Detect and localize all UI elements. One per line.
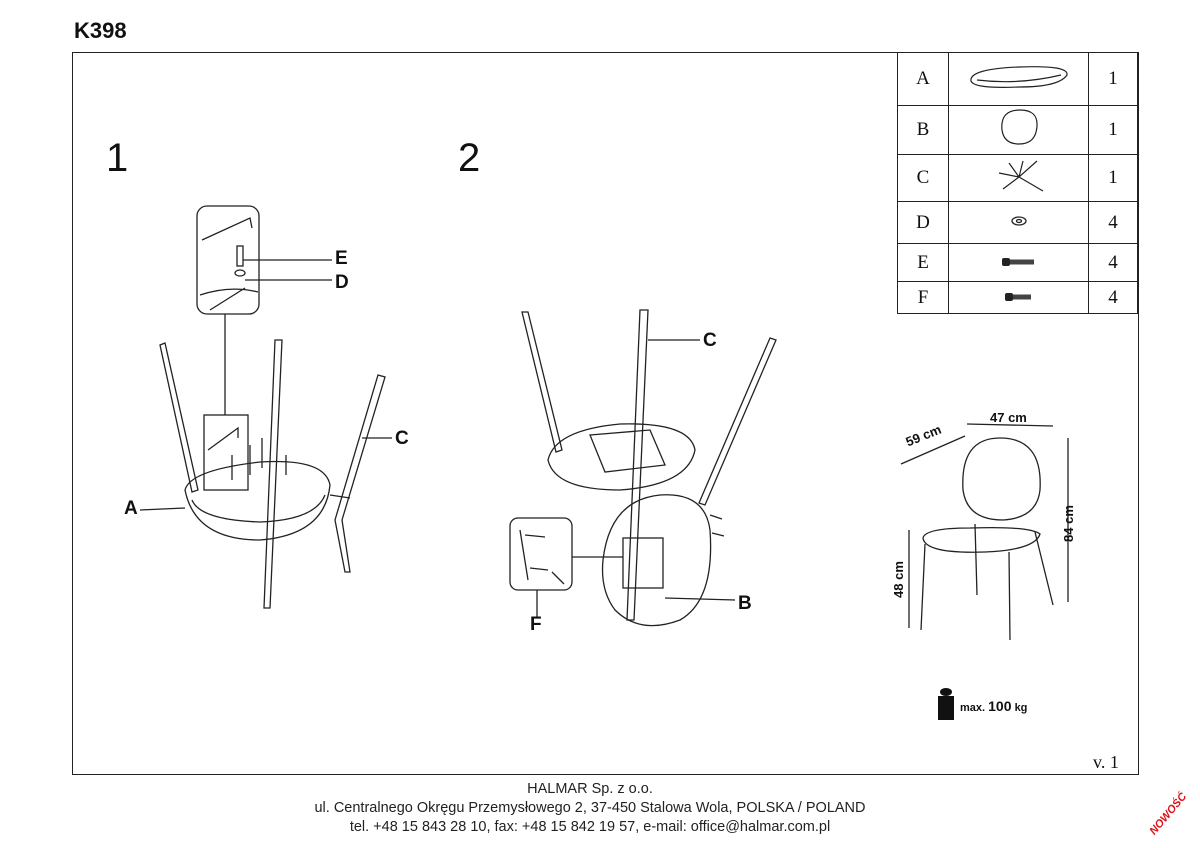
part-qty: 1 — [1088, 105, 1138, 155]
step-number-2: 2 — [458, 136, 481, 180]
allen-key-icon — [201, 217, 253, 241]
dimension-height: 84 cm — [1060, 505, 1076, 542]
parts-row: D 4 — [897, 201, 1138, 244]
washer-icon — [234, 269, 246, 277]
max-load-unit: kg — [1014, 702, 1028, 714]
instruction-frame — [72, 52, 1139, 775]
label-part-a: A — [124, 498, 138, 519]
step2-diagram — [509, 309, 777, 627]
dimension-seat-height: 48 cm — [890, 561, 906, 598]
bolt-short-icon — [948, 281, 1089, 314]
washer-icon — [948, 201, 1089, 244]
footer-contact: tel. +48 15 843 28 10, fax: +48 15 842 1… — [349, 819, 831, 835]
seat-shell-icon — [948, 52, 1089, 106]
part-qty: 1 — [1088, 52, 1138, 106]
bolt-icon — [236, 245, 244, 267]
chair-dimensions-drawing — [900, 423, 1069, 640]
label-part-c: C — [703, 330, 717, 351]
parts-row: C 1 — [897, 154, 1138, 202]
detail-inset — [203, 414, 249, 491]
label-part-e: E — [335, 248, 348, 269]
label-part-b: B — [738, 593, 752, 614]
max-load-prefix: max. — [960, 702, 986, 714]
part-qty: 4 — [1088, 201, 1138, 244]
seat-shell-drawing — [184, 460, 331, 541]
parts-list-table: A 1 B 1 C 1 D 4 E 4 F 4 — [897, 52, 1138, 314]
part-qty: 4 — [1088, 243, 1138, 282]
parts-row: F 4 — [897, 281, 1138, 314]
max-load-label: max. 100 kg — [960, 698, 1027, 714]
label-part-f: F — [530, 614, 542, 635]
version-label: v. 1 — [1093, 752, 1119, 772]
parts-row: E 4 — [897, 243, 1138, 282]
backrest-icon — [948, 105, 1089, 155]
detail-inset — [622, 537, 664, 589]
label-part-c: C — [395, 428, 409, 449]
footer-company: HALMAR Sp. z o.o. — [527, 781, 653, 797]
frame-legs-drawing — [626, 309, 649, 621]
backrest-drawing — [601, 494, 712, 627]
weight-icon — [938, 688, 954, 720]
part-qty: 1 — [1088, 154, 1138, 202]
footer: HALMAR Sp. z o.o. ul. Centralnego Okręgu… — [0, 780, 1200, 837]
part-letter: E — [897, 243, 949, 282]
part-letter: A — [897, 52, 949, 106]
dimension-width: 47 cm — [990, 410, 1027, 425]
step-number-1: 1 — [106, 136, 129, 180]
bolt-long-icon — [948, 243, 1089, 282]
part-qty: 4 — [1088, 281, 1138, 314]
part-letter: D — [897, 201, 949, 244]
product-code: K398 — [74, 18, 127, 43]
part-letter: C — [897, 154, 949, 202]
part-letter: F — [897, 281, 949, 314]
parts-row: B 1 — [897, 105, 1138, 155]
max-load-value: 100 — [988, 698, 1012, 714]
footer-address: ul. Centralnego Okręgu Przemysłowego 2, … — [314, 800, 866, 816]
frame-legs-icon — [948, 154, 1089, 202]
parts-row: A 1 — [897, 52, 1138, 106]
detail-callout-box — [509, 517, 573, 591]
label-part-d: D — [335, 272, 349, 293]
step1-diagram — [139, 205, 392, 609]
part-letter: B — [897, 105, 949, 155]
